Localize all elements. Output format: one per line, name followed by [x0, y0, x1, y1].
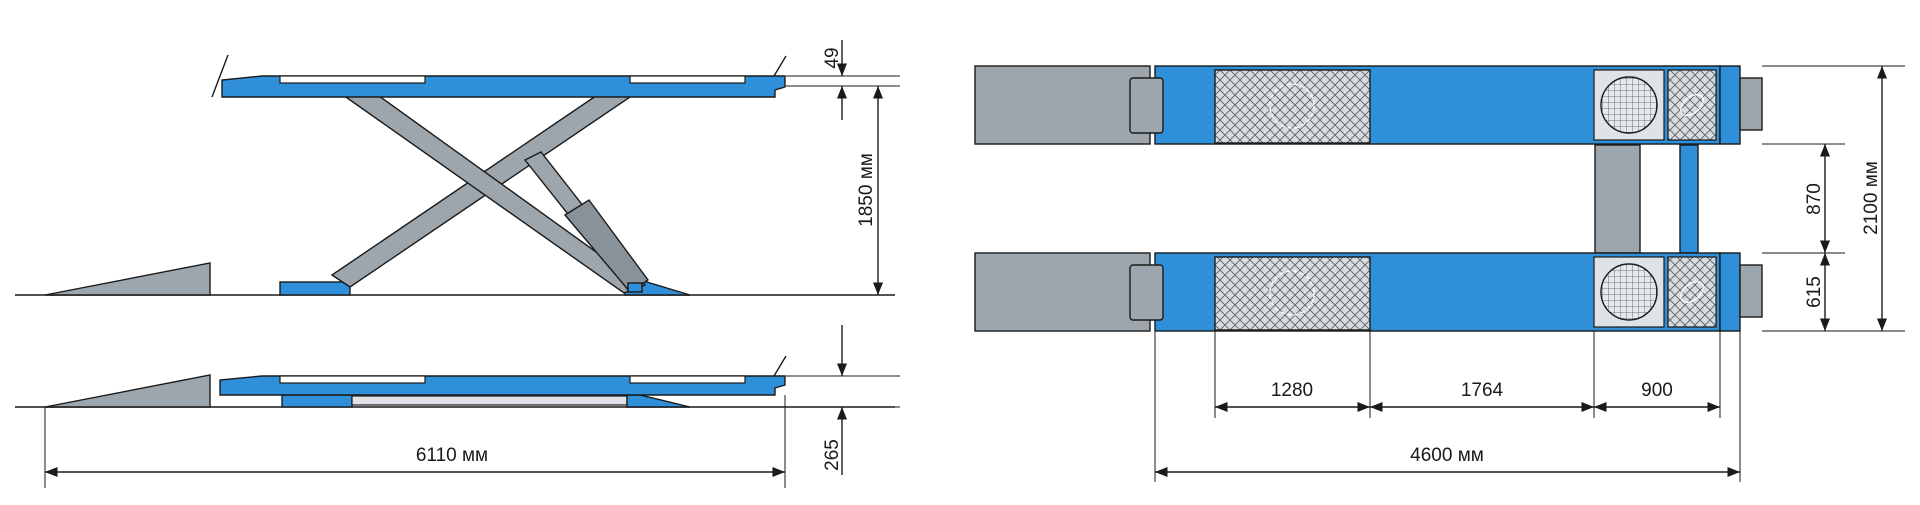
turntable-upper-side-plate — [1667, 69, 1717, 141]
cross-member-right — [1679, 144, 1699, 254]
lowered-plate-right — [629, 375, 746, 384]
side-view-lowered: 265 6110 мм — [15, 325, 900, 488]
lowered-plate-left — [279, 375, 426, 384]
ramp-lowered — [44, 374, 211, 408]
runway-upper-end-cap — [1739, 77, 1763, 131]
slip-plate-upper-circle — [1269, 83, 1315, 129]
dim-49-label: 49 — [822, 47, 843, 68]
runway-upper-ramp-hinge — [1129, 77, 1164, 134]
platform-break-line — [211, 54, 229, 98]
dim-min-height-label: 265 — [822, 439, 843, 471]
dim-seg-plate-label: 1280 — [1271, 380, 1313, 401]
turntable-upper — [1600, 76, 1658, 134]
runway-upper-ramp — [974, 65, 1151, 145]
turntable-lower — [1600, 263, 1658, 321]
top-view: 870 615 2100 мм 1280 1764 900 4600 мм — [974, 65, 1905, 482]
platform-plate-left — [279, 75, 426, 84]
dim-total-length-label: 6110 мм — [416, 445, 488, 466]
runway-lower-end-stop — [1719, 252, 1741, 332]
dim-total-width-label: 2100 мм — [1861, 161, 1882, 235]
lowered-base-left — [281, 394, 353, 408]
dim-top-length-label: 4600 мм — [1410, 445, 1484, 466]
dim-inner-gap-label: 870 — [1804, 183, 1825, 215]
runway-upper-slip-plate — [1214, 69, 1371, 144]
platform-plate-right — [629, 75, 746, 84]
ramp-raised — [44, 262, 211, 296]
lowered-base-right — [626, 394, 691, 408]
dim-lift-height-label: 1850 мм — [856, 153, 877, 227]
lowered-scissor-pack — [351, 395, 628, 406]
platform-front-stop — [773, 55, 787, 77]
runway-upper — [974, 65, 1763, 145]
runway-lower-ramp-hinge — [1129, 264, 1164, 321]
lowered-front-stop — [773, 355, 787, 377]
hydraulic-cylinder — [563, 199, 649, 293]
slip-plate-lower-circle — [1269, 270, 1315, 316]
dim-seg-mid-label: 1764 — [1461, 380, 1504, 401]
dim-seg-turntable-label: 900 — [1641, 380, 1673, 401]
runway-lower-end-cap — [1739, 264, 1763, 318]
cylinder-mount — [627, 282, 643, 293]
turntable-lower-side-plate — [1667, 256, 1717, 328]
runway-lower — [974, 252, 1763, 332]
runway-upper-end-stop — [1719, 65, 1741, 145]
base-pad-left — [279, 281, 351, 296]
runway-lower-slip-plate — [1214, 256, 1371, 331]
runway-lower-ramp — [974, 252, 1151, 332]
dim-runway-width-label: 615 — [1804, 276, 1825, 308]
cross-member-left — [1594, 144, 1641, 254]
side-view-raised: 49 1850 мм — [15, 40, 900, 296]
